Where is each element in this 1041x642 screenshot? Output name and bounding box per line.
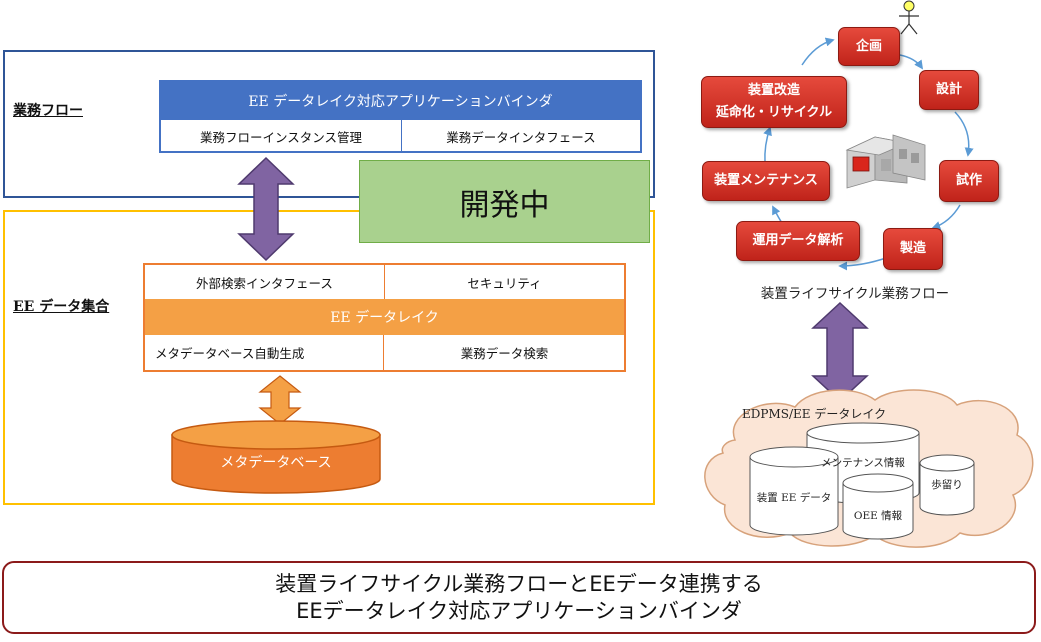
metadatabase-label: メタデータベース (220, 455, 332, 471)
workflow-instance-management-cell: 業務フローインスタンス管理 (161, 120, 402, 153)
stage-operation-data-analysis: 運用データ解析 (736, 221, 860, 261)
stage-design: 設計 (919, 70, 979, 110)
lifecycle-caption: 装置ライフサイクル業務フロー (760, 286, 950, 302)
security-cell: セキュリティ (467, 275, 542, 291)
business-flow-frame (3, 50, 655, 198)
stage-retrofit-line1: 装置改造 (747, 83, 800, 98)
business-flow-label: 業務フロー (13, 103, 83, 119)
stage-manufacture: 製造 (883, 228, 943, 270)
stage-retrofit-recycle: 装置改造 延命化・リサイクル (701, 76, 847, 128)
metadatabase-cylinder (171, 420, 381, 494)
store-equipment-ee-data: 装置 EE データ (756, 492, 832, 504)
ee-data-set-label: EE データ集合 (13, 299, 110, 315)
in-development-box: 開発中 (359, 160, 650, 243)
ee-data-lake-box: 外部検索インタフェース セキュリティ EE データレイク メタデータベース自動生… (143, 263, 626, 372)
summary-banner-line1: 装置ライフサイクル業務フローとEEデータ連携する (275, 571, 763, 596)
store-oee-info: OEE 情報 (853, 510, 903, 522)
equipment-illustration (845, 134, 926, 189)
metadb-auto-generation-cell: メタデータベース自動生成 (145, 335, 384, 370)
lake-metadb-double-arrow (258, 375, 302, 425)
stage-plan: 企画 (838, 27, 900, 66)
stage-retrofit-line2: 延命化・リサイクル (715, 105, 833, 120)
external-search-interface-cell: 外部検索インタフェース (145, 265, 385, 299)
ee-data-lake-title: EE データレイク (145, 299, 624, 335)
business-data-search-cell: 業務データ検索 (460, 346, 549, 361)
store-maintenance-info: メンテナンス情報 (821, 457, 905, 469)
stage-prototype: 試作 (939, 160, 999, 202)
edpms-data-lake-cloud (704, 389, 1034, 548)
person-icon (899, 0, 919, 35)
summary-banner-line2: EEデータレイク対応アプリケーションバインダ (296, 598, 742, 623)
ee-data-set-frame (3, 210, 655, 505)
application-binder-title: EE データレイク対応アプリケーションバインダ (161, 82, 640, 120)
edpms-title: EDPMS/EE データレイク (742, 407, 887, 421)
store-yield: 歩留り (931, 479, 963, 491)
binder-lake-double-arrow (237, 156, 295, 262)
summary-banner: 装置ライフサイクル業務フローとEEデータ連携する EEデータレイク対応アプリケー… (2, 561, 1036, 634)
business-data-interface-cell: 業務データインタフェース (446, 130, 596, 145)
stage-equipment-maintenance: 装置メンテナンス (702, 161, 830, 201)
application-binder-box: EE データレイク対応アプリケーションバインダ 業務フローインスタンス管理 業務… (159, 80, 642, 153)
